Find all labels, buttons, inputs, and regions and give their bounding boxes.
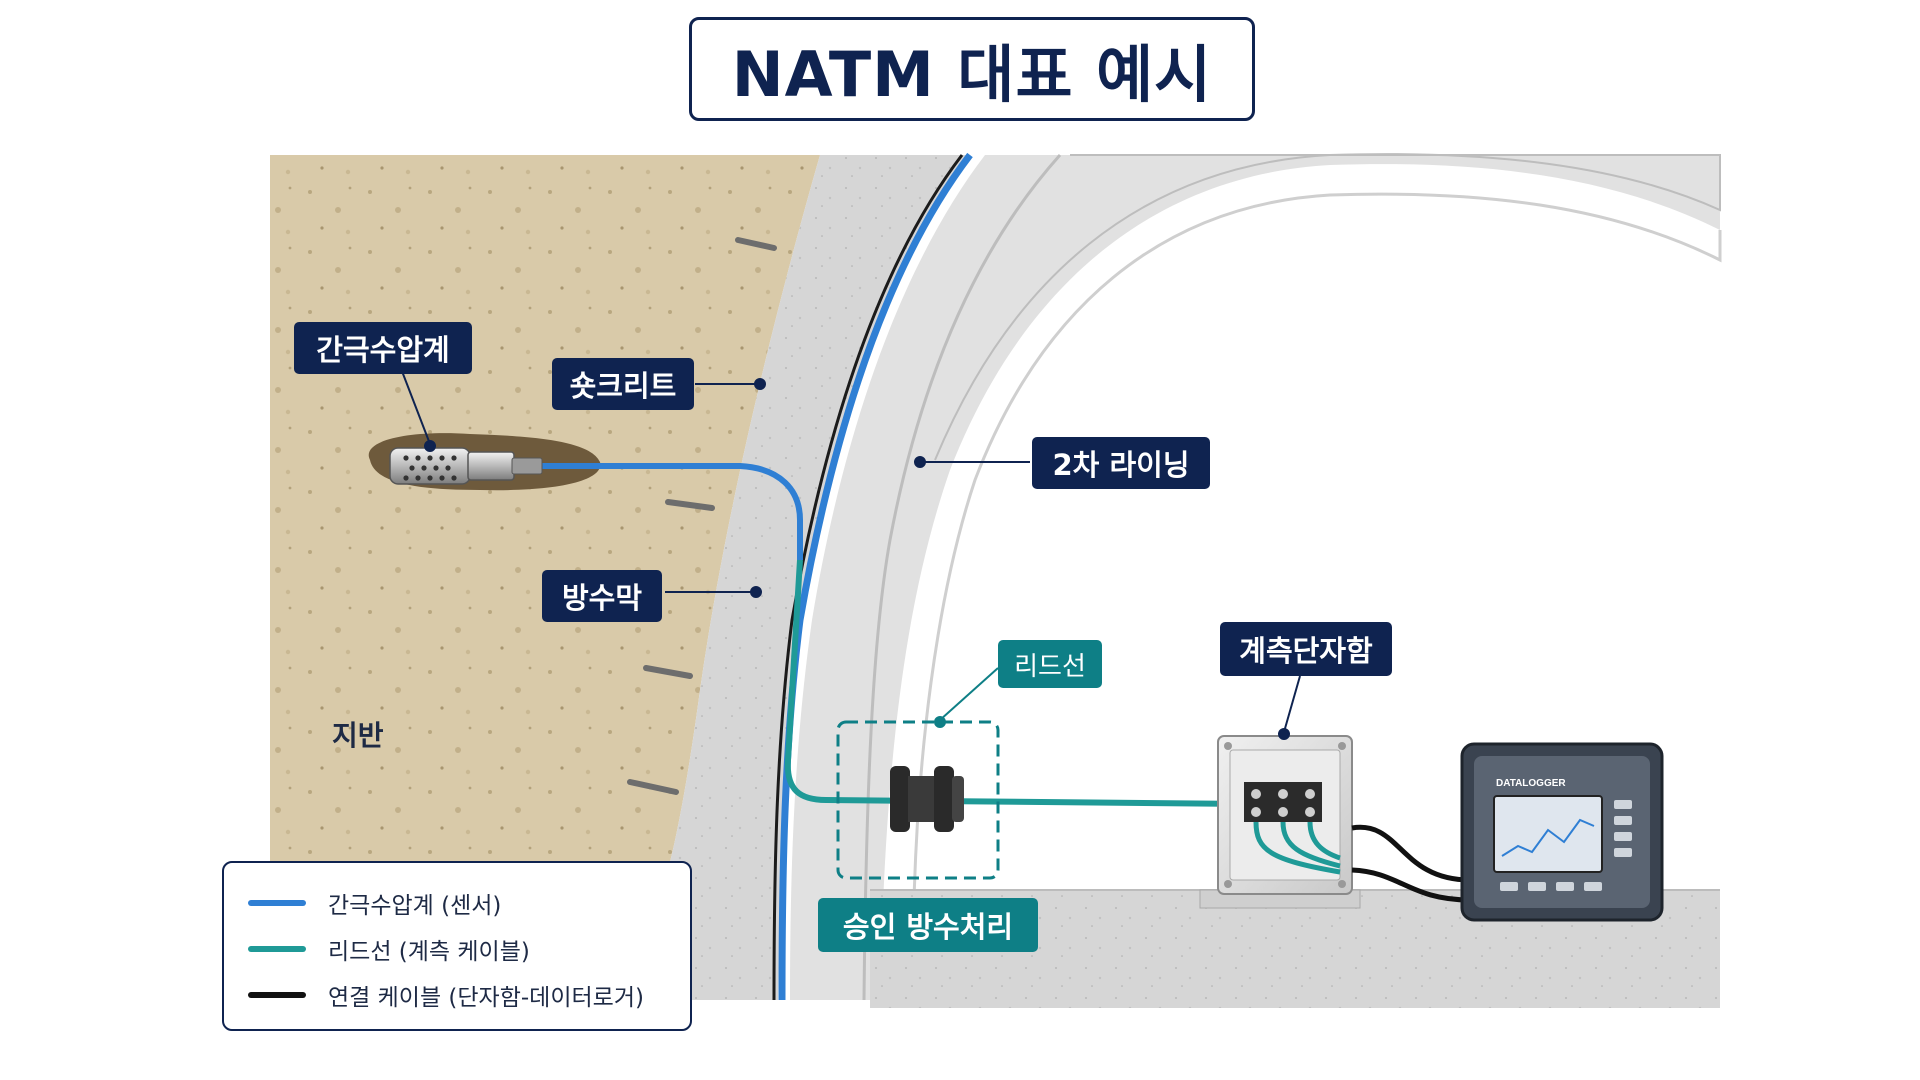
legend-swatch-lead-wire [248,946,306,952]
label-junction-box: 계측단자함 [1220,622,1392,676]
label-waterproof-membrane: 방수막 [542,570,662,622]
waterproof-membrane [778,152,973,1001]
legend-item-sensor: 간극수압계 (센서) [248,885,501,921]
legend: 간극수압계 (센서) 리드선 (계측 케이블) 연결 케이블 (단자함-데이터로… [222,861,692,1031]
piezometer-sensor [389,447,543,485]
cable-grommet [890,766,964,832]
label-shotcrete: 숏크리트 [552,358,694,410]
label-secondary-lining: 2차 라이닝 [1032,437,1210,489]
legend-swatch-sensor [248,900,306,906]
datalogger-device: DATALOGGER [1460,742,1664,922]
connection-cable-2 [1351,867,1471,903]
junction-box-device [1199,735,1361,909]
rock-bolts [627,237,777,795]
legend-swatch-connection-cable [248,992,306,998]
legend-label: 리드선 (계측 케이블) [328,939,530,965]
legend-label: 간극수압계 (센서) [328,893,502,919]
legend-item-lead-wire: 리드선 (계측 케이블) [248,931,530,967]
shotcrete-band [668,155,970,1000]
lead-wire [784,559,1251,807]
label-piezometer: 간극수압계 [294,322,472,374]
legend-item-connection-cable: 연결 케이블 (단자함-데이터로거) [248,977,644,1013]
label-waterproofing-seal: 승인 방수처리 [818,898,1038,952]
datalogger-label: DATALOGGER [1496,778,1566,789]
seal-dashed-box [836,720,1000,880]
label-lead-wire: 리드선 [998,640,1102,688]
page-title: NATM 대표 예시 [689,17,1255,121]
connection-cable-1 [1351,824,1471,883]
sensor-cable [540,463,803,560]
legend-label: 연결 케이블 (단자함-데이터로거) [328,985,644,1011]
label-ground: 지반 [332,719,384,752]
